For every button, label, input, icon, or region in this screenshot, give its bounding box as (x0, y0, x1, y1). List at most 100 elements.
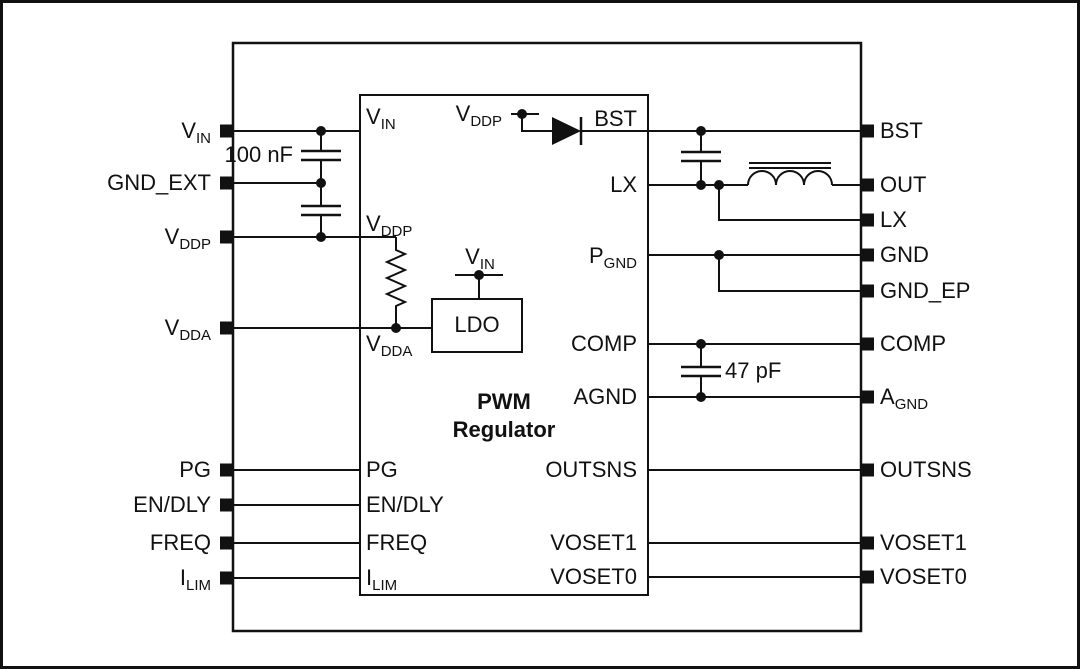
pin-name: V (164, 224, 180, 249)
capacitor-symbol-input-top (301, 131, 341, 183)
block-pin-label-vin: VIN (366, 104, 396, 133)
diode-symbol (552, 117, 583, 145)
junction-dot (696, 126, 706, 136)
pin-name-subscript: DDA (380, 343, 413, 360)
pin-square (220, 571, 233, 585)
pin-square (220, 498, 233, 512)
pin-name: OUT (880, 172, 927, 197)
wire-gnd-ep-branch (718, 255, 861, 292)
pin-name: COMP (571, 331, 637, 356)
pin-name: LX (880, 207, 907, 232)
pin-name: GND_EP (880, 278, 971, 303)
pin-name: I (179, 565, 186, 590)
input-cap-value-label: 100 nF (225, 144, 294, 166)
ldo-block-label: LDO (454, 314, 499, 336)
block-pin-label-agnd: AGND (573, 386, 637, 408)
ext-pin-label-gnd-ep: GND_EP (880, 280, 970, 302)
pin-name: FREQ (149, 530, 211, 555)
ext-pin-label-gnd-ext: GND_EXT (107, 172, 211, 194)
ext-pin-label-out: OUT (880, 174, 926, 196)
pin-name-subscript: LIM (372, 577, 398, 594)
pin-name: VOSET1 (550, 530, 637, 555)
pin-name: A (880, 384, 895, 409)
junction-dots (316, 109, 724, 402)
pin-name: V (366, 104, 381, 129)
junction-dot (517, 109, 527, 119)
ext-pin-label-en-dly: EN/DLY (133, 494, 211, 516)
pin-name: I (366, 565, 373, 590)
ext-pin-label-ilim: ILIM (179, 565, 211, 594)
pin-name: COMP (880, 331, 946, 356)
block-pin-label-en-dly: EN/DLY (366, 494, 444, 516)
pin-name: OUTSNS (880, 457, 972, 482)
pin-name: BST (594, 106, 637, 131)
pin-name-subscript: DDA (179, 327, 211, 344)
pwm-regulator-title: PWM Regulator (453, 388, 556, 444)
ext-pin-label-vddp: VDDP (164, 224, 211, 253)
pin-square (220, 176, 233, 190)
ldo-supply-label: VIN (465, 244, 495, 273)
ext-pin-label-voset0: VOSET0 (880, 566, 967, 588)
pin-name: LX (610, 172, 637, 197)
junction-dot (316, 178, 326, 188)
ext-pin-label-vin: VIN (181, 120, 211, 147)
inductor-symbol (747, 162, 833, 186)
pin-name: OUTSNS (545, 457, 637, 482)
block-pin-label-bst: BST (594, 108, 637, 130)
junction-dot (696, 392, 706, 402)
pwm-regulator-title-line1: PWM (477, 389, 531, 414)
junction-dot (316, 232, 326, 242)
block-pin-label-freq: FREQ (366, 532, 427, 554)
pin-square (861, 213, 874, 227)
junction-dot (391, 323, 401, 333)
pin-square (861, 463, 874, 477)
pin-name: V (465, 244, 480, 269)
pin-name: EN/DLY (133, 492, 211, 517)
pin-square (220, 124, 233, 138)
pin-square (861, 178, 874, 192)
pin-name: PG (366, 457, 398, 482)
pin-square (220, 536, 233, 550)
pin-square (861, 536, 874, 550)
junction-dot (696, 180, 706, 190)
pin-name: V (366, 211, 381, 236)
pwm-regulator-title-line2: Regulator (452, 417, 556, 442)
pin-name-subscript: IN (196, 130, 211, 147)
component-value: 47 pF (725, 358, 782, 383)
pin-name: AGND (573, 384, 637, 409)
resistor-symbol (384, 237, 408, 328)
junction-dot (474, 270, 484, 280)
junction-dot (316, 126, 326, 136)
pin-name-subscript: IN (380, 116, 396, 133)
pin-square (861, 337, 874, 351)
ext-pin-label-comp: COMP (880, 333, 946, 355)
pin-name-subscript: IN (479, 256, 495, 273)
pin-name: FREQ (366, 530, 428, 555)
pin-square (861, 248, 874, 262)
pin-name-subscript: GND (603, 255, 637, 272)
pin-name: GND_EXT (107, 170, 211, 195)
capacitor-symbol-input-bottom (301, 183, 341, 237)
pin-name-subscript: DDP (470, 113, 502, 130)
junction-dot (696, 339, 706, 349)
block-pin-label-vdda: VDDA (366, 333, 412, 360)
block-title: LDO (454, 312, 500, 337)
ext-pin-label-freq: FREQ (150, 532, 211, 554)
chip-outline (231, 41, 863, 633)
pin-square (861, 124, 874, 138)
ldo-block-outline (431, 298, 523, 353)
pin-squares-left (220, 124, 233, 585)
capacitor-symbol-comp (681, 344, 721, 397)
pin-name-subscript: DDP (179, 236, 211, 253)
pin-name: V (455, 101, 471, 126)
ext-pin-label-outsns: OUTSNS (880, 459, 972, 481)
block-pin-label-comp: COMP (571, 333, 637, 355)
pin-squares-right (861, 124, 874, 584)
wire-lx-branch (718, 185, 861, 221)
capacitor-symbol-bootstrap (681, 131, 721, 185)
pin-name: V (164, 315, 180, 340)
pin-square (861, 284, 874, 298)
block-pin-label-outsns: OUTSNS (545, 459, 637, 481)
pin-square (861, 570, 874, 584)
